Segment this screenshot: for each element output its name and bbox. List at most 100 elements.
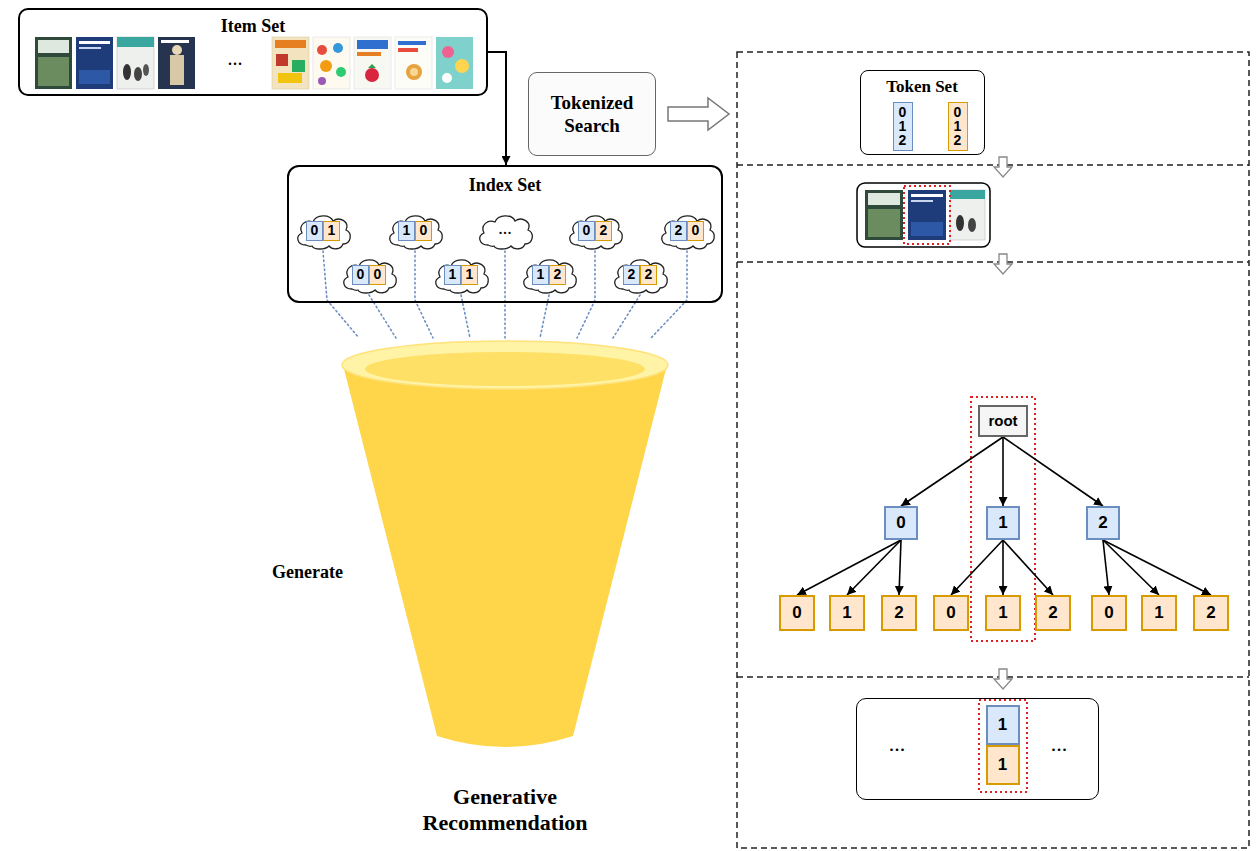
token-set-box: Token Set012012: [860, 70, 985, 155]
box-title: Index Set: [469, 175, 542, 195]
dotted-link: [415, 251, 433, 338]
book-cover: [354, 37, 391, 89]
node-label: 1: [998, 514, 1007, 532]
index-cloud: 01: [292, 211, 354, 251]
hollow-arrow: [668, 98, 729, 130]
tree-node-level1: 1: [986, 506, 1020, 540]
token-digit: 1: [323, 221, 340, 241]
token-digit: 0: [306, 221, 323, 241]
book-art: [357, 40, 388, 49]
book-cover: [158, 37, 195, 89]
book-art: [398, 41, 426, 45]
book-art: [318, 77, 326, 85]
token-digit: 1: [398, 221, 415, 241]
token-digit: 0: [352, 265, 369, 285]
token-column: 012: [893, 102, 913, 151]
book-art: [950, 190, 985, 199]
book-art: [868, 193, 900, 205]
book-art: [911, 200, 933, 202]
tree-node-level2: 0: [779, 595, 815, 631]
node-label: 1: [998, 756, 1007, 774]
book-art: [911, 194, 943, 197]
book-art: [276, 54, 288, 66]
token-digit: 0: [899, 105, 907, 119]
index-cloud: 20: [656, 211, 718, 251]
arrow-connector: [1103, 540, 1211, 595]
panel-divider: [737, 164, 1249, 166]
step-arrow: [994, 669, 1012, 689]
token-digit: 2: [899, 133, 907, 147]
index-cloud: 11: [430, 255, 492, 295]
book-art: [320, 60, 332, 72]
generator-funnel: Generative Recommendation: [335, 338, 675, 838]
arrow-connector: [899, 540, 901, 595]
token-digit: 1: [444, 265, 461, 285]
funnel-shape: [335, 338, 675, 750]
tree-node-level2: 2: [1035, 595, 1071, 631]
token-column: 012: [948, 102, 968, 151]
tree-node-level2: 0: [933, 595, 969, 631]
book-art: [79, 70, 110, 84]
book-art: [278, 73, 302, 83]
ellipsis: ...: [889, 733, 906, 755]
book-art: [968, 218, 976, 232]
node-label: 0: [946, 604, 955, 622]
book-art: [161, 40, 189, 43]
index-cloud: 22: [609, 255, 671, 295]
arrow-connector: [797, 540, 901, 595]
arrow-connector: [1002, 540, 1004, 595]
book-art: [292, 60, 305, 72]
token-digit: 1: [532, 265, 549, 285]
panel-divider: [737, 261, 1249, 263]
result-box: ......11: [856, 698, 1099, 800]
book-art: [365, 68, 379, 82]
tree-node-level2: 2: [881, 595, 917, 631]
cloud-outline: [570, 216, 622, 249]
book-art: [442, 46, 454, 58]
book-art: [911, 222, 943, 236]
tree-node-level1: 0: [884, 506, 918, 540]
node-label: 2: [1048, 604, 1057, 622]
book-art: [117, 37, 154, 47]
book-art: [79, 41, 110, 44]
index-set-box: Index Set0110...022000111222: [287, 165, 723, 303]
book-box: [857, 183, 990, 247]
node-label: 2: [894, 604, 903, 622]
book-cover: [313, 37, 350, 89]
book-art: [956, 215, 964, 231]
step-arrow: [994, 254, 1012, 274]
tree-node-level2: 1: [985, 595, 1021, 631]
process-box: Tokenized Search: [528, 72, 656, 156]
book-cover: [950, 190, 985, 240]
index-cloud: 00: [338, 255, 400, 295]
arrow-connector: [1002, 437, 1004, 506]
result-token: 1: [986, 745, 1020, 785]
book-art: [442, 73, 452, 83]
tree-node-level2: 1: [1141, 595, 1177, 631]
token-digit: ...: [498, 219, 512, 237]
node-label: 1: [1154, 604, 1163, 622]
dashed-panel: [737, 52, 1249, 848]
node-label: 2: [1206, 604, 1215, 622]
book-art: [170, 55, 184, 85]
funnel-caption: Generative Recommendation: [405, 784, 605, 836]
cloud-outline: [436, 260, 488, 293]
token-digit: 0: [369, 265, 386, 285]
token-digit: 1: [899, 119, 907, 133]
ellipsis: ...: [228, 48, 243, 68]
token-digit: 2: [549, 265, 566, 285]
funnel-body: [343, 365, 667, 747]
book-art: [172, 45, 182, 55]
box-title: Token Set: [886, 77, 958, 97]
token-digit: 0: [578, 221, 595, 241]
book-cover: [908, 190, 946, 240]
tree-node-level2: 2: [1193, 595, 1229, 631]
node-label: 1: [842, 604, 851, 622]
node-label: 0: [896, 514, 905, 532]
arrow-connector: [1103, 540, 1109, 595]
book-cover: [117, 37, 154, 89]
result-token: 1: [986, 705, 1020, 745]
highlight-path: [971, 397, 1035, 641]
token-digit: 0: [415, 221, 432, 241]
node-label: 1: [998, 604, 1007, 622]
